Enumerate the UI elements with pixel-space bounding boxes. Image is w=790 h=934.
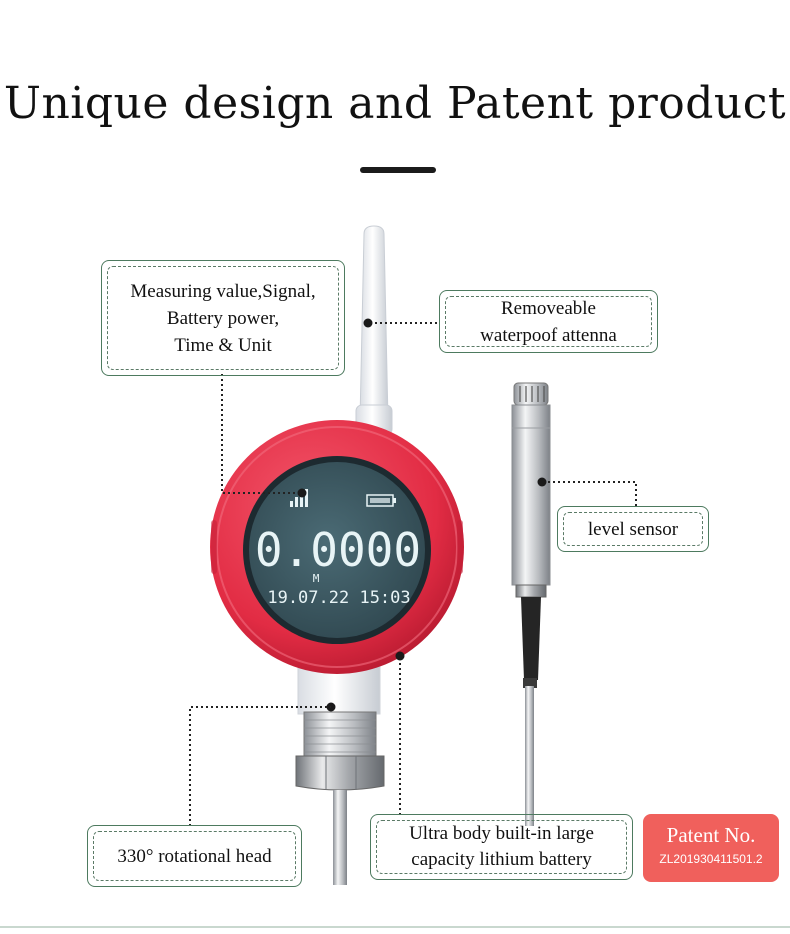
callout-display-line1: Measuring value,Signal,: [130, 280, 316, 302]
page-title: Unique design and Patent product: [3, 78, 787, 129]
callout-display-info: Measuring value,Signal, Battery power, T…: [101, 260, 345, 376]
callout-level-sensor-text: level sensor: [563, 512, 703, 546]
callout-battery-line2: capacity lithium battery: [411, 849, 592, 870]
callout-level-sensor: level sensor: [557, 506, 709, 552]
antenna: [359, 225, 389, 421]
patent-badge: Patent No. ZL201930411501.2: [643, 814, 779, 882]
pipe: [333, 790, 347, 885]
patent-label: Patent No.: [666, 823, 756, 847]
title-underline: [360, 167, 436, 173]
lcd-value: 0.0000: [255, 523, 421, 577]
lcd-datetime: 19.07.22 15:03: [267, 588, 410, 608]
callout-antenna: Removeable waterpoof attenna: [439, 290, 658, 353]
callout-battery: Ultra body built-in large capacity lithi…: [370, 814, 633, 880]
callout-antenna-line1: Removeable: [501, 297, 596, 319]
patent-number: ZL201930411501.2: [659, 852, 763, 866]
level-sensor: [511, 382, 551, 826]
battery-icon: [366, 494, 396, 507]
callout-rotational-head-text: 330° rotational head: [93, 831, 296, 881]
signal-icon: [290, 489, 308, 507]
callout-battery-line1: Ultra body built-in large: [409, 823, 594, 844]
lcd-unit: M: [313, 572, 320, 585]
bottom-divider: [0, 926, 790, 928]
hex-nut: [295, 755, 385, 791]
threaded-fitting: [303, 711, 377, 759]
callout-rotational-head: 330° rotational head: [87, 825, 302, 887]
callout-antenna-line2: waterpoof attenna: [480, 324, 617, 346]
callout-display-line2: Battery power,: [166, 307, 280, 329]
callout-display-line3: Time & Unit: [174, 334, 272, 356]
